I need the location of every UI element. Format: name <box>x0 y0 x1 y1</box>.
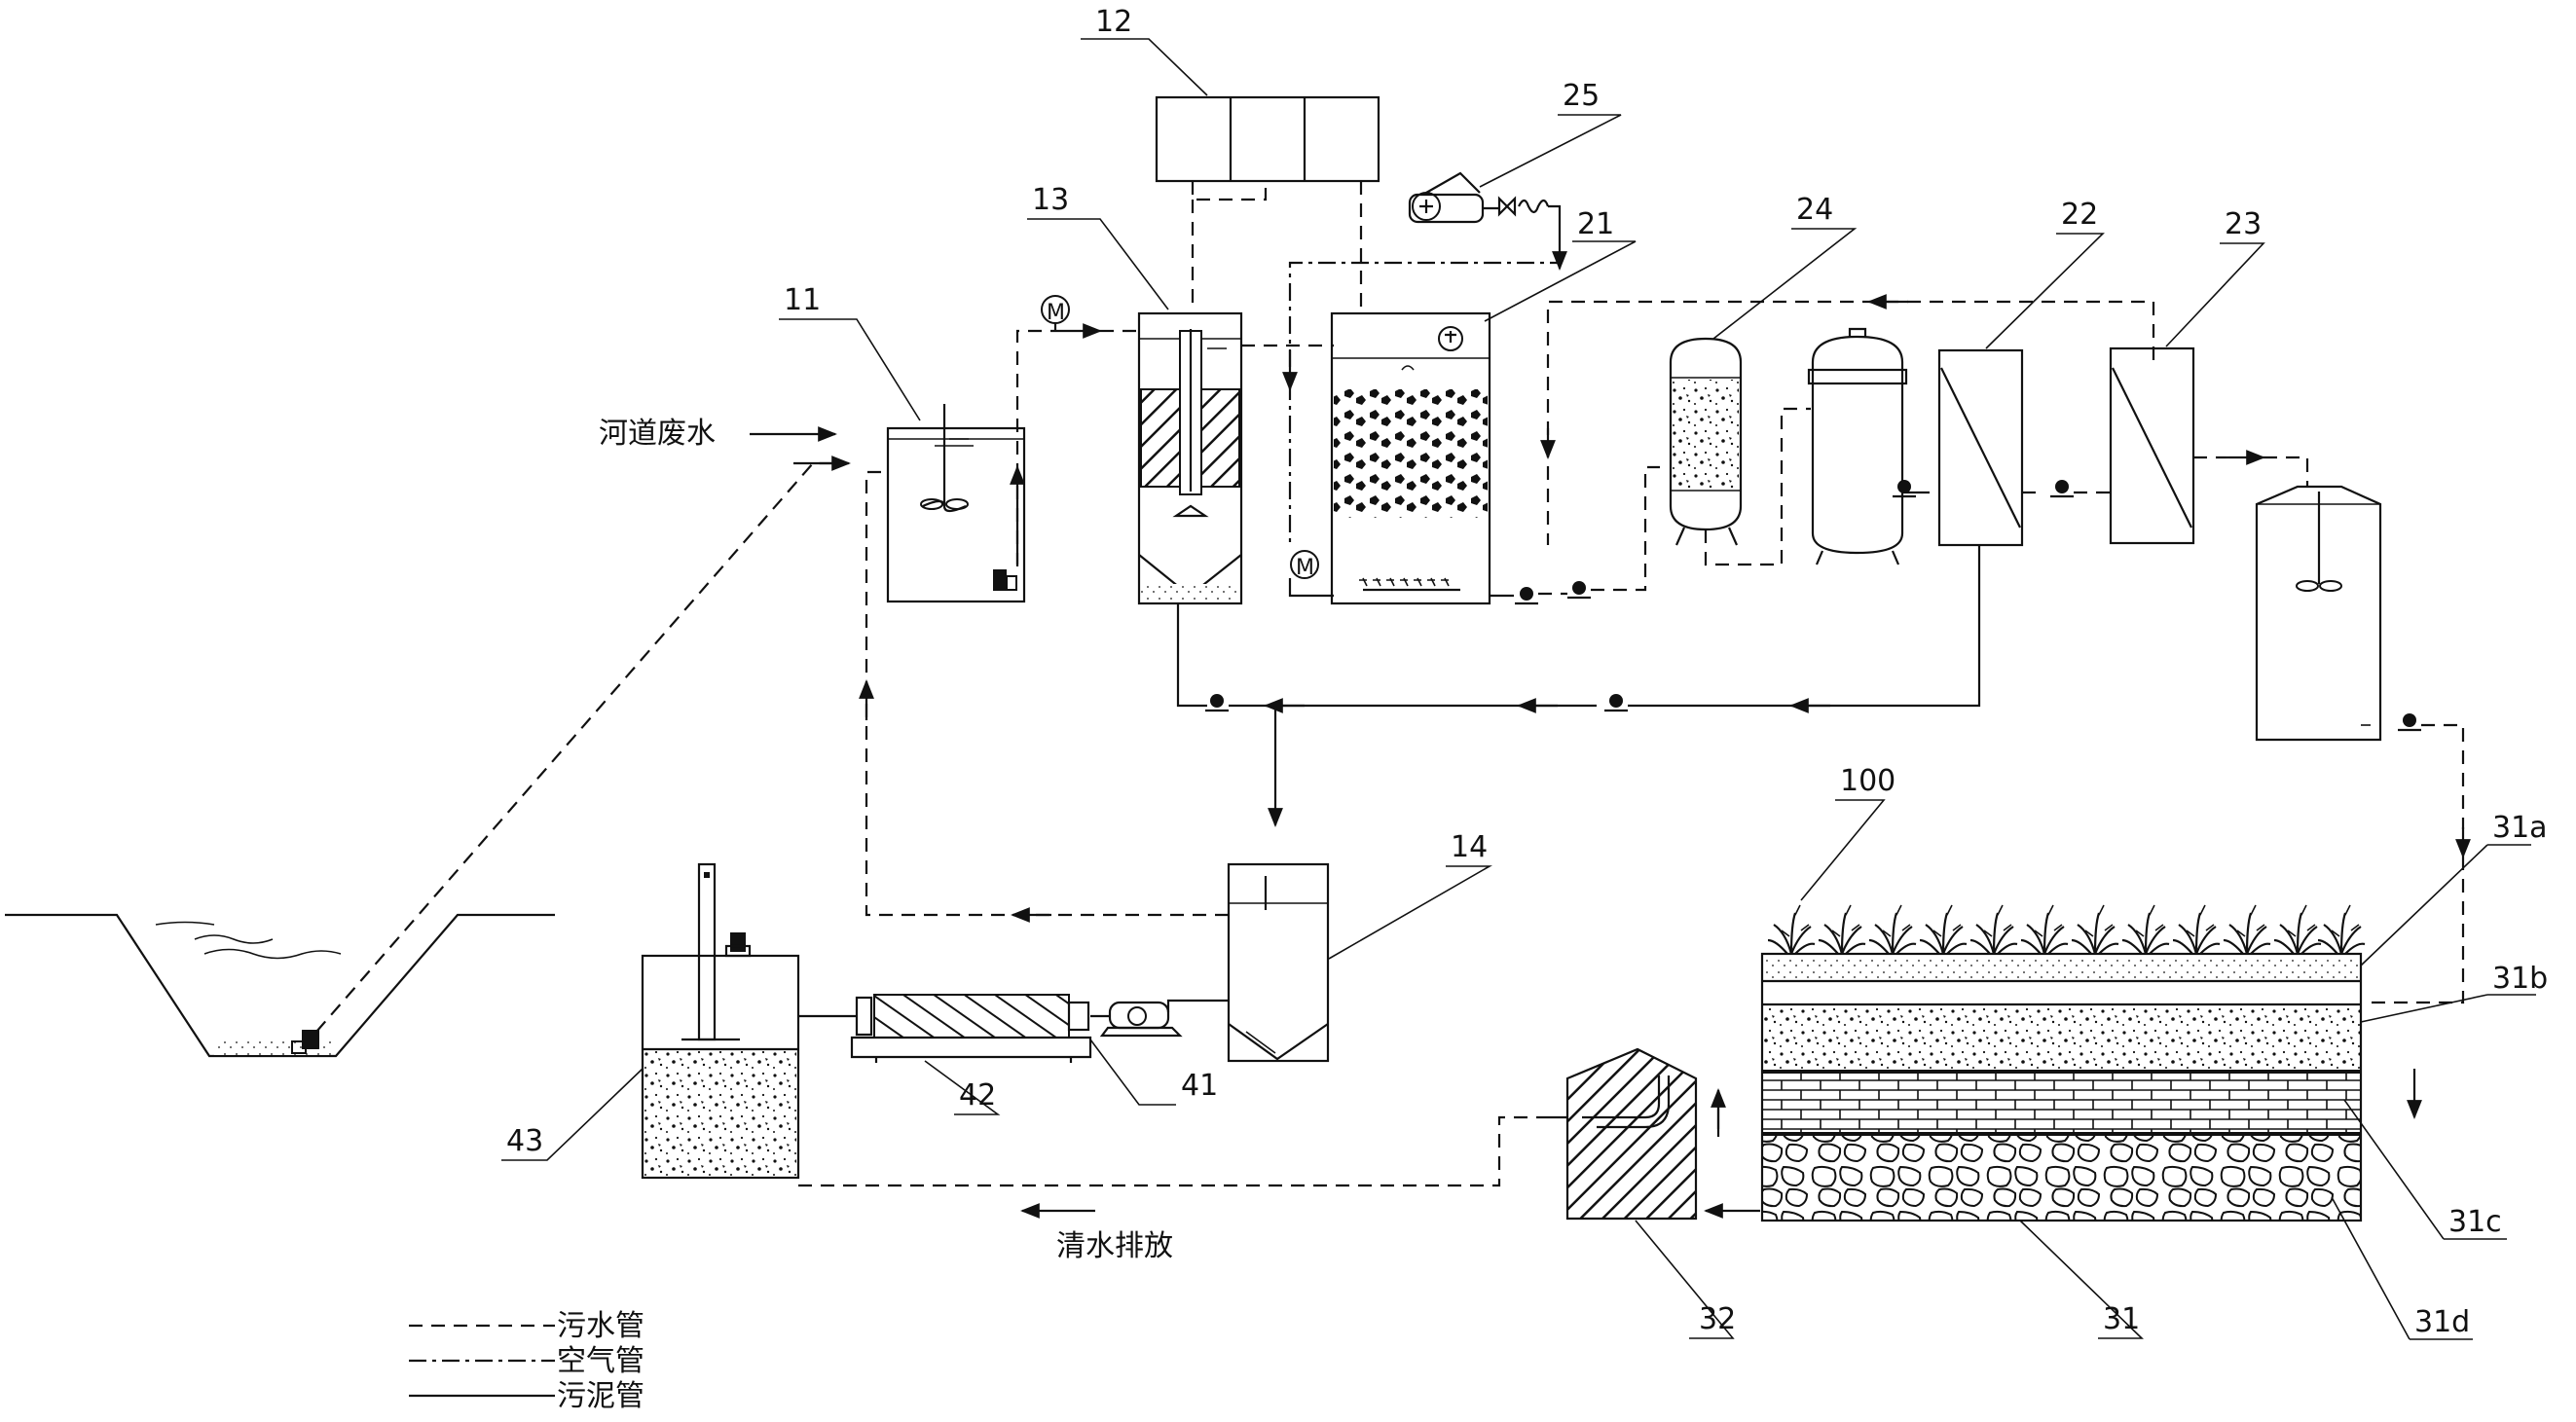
label-24: 24 <box>1796 193 1833 227</box>
label-31a: 31a <box>2492 811 2548 845</box>
river-channel <box>5 913 555 1058</box>
submersible-pump-icon <box>291 1030 319 1054</box>
membrane-unit-22 <box>1937 348 2024 547</box>
sludge-bin-43 <box>641 862 800 1180</box>
mixer-motor-icon <box>724 932 752 958</box>
wetland-plants-100 <box>1767 903 2367 956</box>
legend-air: 空气管 <box>557 1344 644 1378</box>
motor-icon-2: M <box>1290 550 1319 580</box>
legend-sludge: 污泥管 <box>557 1379 644 1413</box>
filter-vessel-24 <box>1669 337 1743 546</box>
screw-pump-41 <box>1090 1001 1183 1038</box>
pump-icon-b <box>1567 581 1591 600</box>
label-21: 21 <box>1577 207 1614 241</box>
label-13: 13 <box>1032 183 1069 217</box>
pump-icon-d <box>2050 480 2074 498</box>
legend: 污水管 空气管 污泥管 <box>409 1309 644 1413</box>
svg-text:M: M <box>1296 556 1314 580</box>
outlet-well-32 <box>1565 1047 1698 1221</box>
label-100: 100 <box>1840 764 1895 798</box>
pump-icon-f <box>1205 694 1229 712</box>
label-41: 41 <box>1181 1069 1218 1103</box>
valve-icon <box>1497 196 1550 217</box>
legend-sewage: 污水管 <box>557 1309 644 1343</box>
outflow-label: 清水排放 <box>1056 1229 1173 1263</box>
pump-icon-c <box>1893 480 1916 498</box>
mixer-pump-icon <box>993 569 1017 591</box>
label-22: 22 <box>2061 198 2098 232</box>
label-23: 23 <box>2225 207 2262 241</box>
label-42: 42 <box>959 1078 996 1112</box>
ph-meter-icon <box>1438 326 1463 351</box>
centrifuge-42 <box>850 994 1092 1063</box>
label-11: 11 <box>784 283 821 317</box>
tank-11 <box>886 404 1026 603</box>
pressure-vessel <box>1807 327 1908 565</box>
pump-icon-g <box>1604 694 1628 712</box>
svg-text:M: M <box>1047 301 1065 325</box>
label-43: 43 <box>506 1124 543 1158</box>
pump-icon-a <box>1515 587 1538 605</box>
pump-icon-e <box>2398 713 2421 732</box>
dosing-tank-12 <box>1155 95 1380 311</box>
label-12: 12 <box>1095 5 1132 39</box>
sludge-tank-14 <box>1227 862 1330 1063</box>
label-14: 14 <box>1451 830 1488 864</box>
label-31b: 31b <box>2492 962 2548 996</box>
label-31c: 31c <box>2448 1205 2502 1239</box>
label-25: 25 <box>1563 79 1600 113</box>
air-blower-25 <box>1408 171 1562 255</box>
aerator-diffusers <box>1359 577 1460 592</box>
constructed-wetland-31 <box>1760 952 2363 1222</box>
motor-icon-1: M <box>1041 295 1070 325</box>
clean-water-tank <box>2255 485 2382 742</box>
membrane-unit-23 <box>2109 346 2195 545</box>
settling-tank-13 <box>1137 311 1243 605</box>
bio-tank-21 <box>1330 311 1491 605</box>
label-31d: 31d <box>2414 1305 2470 1339</box>
inflow-label: 河道废水 <box>599 417 716 451</box>
